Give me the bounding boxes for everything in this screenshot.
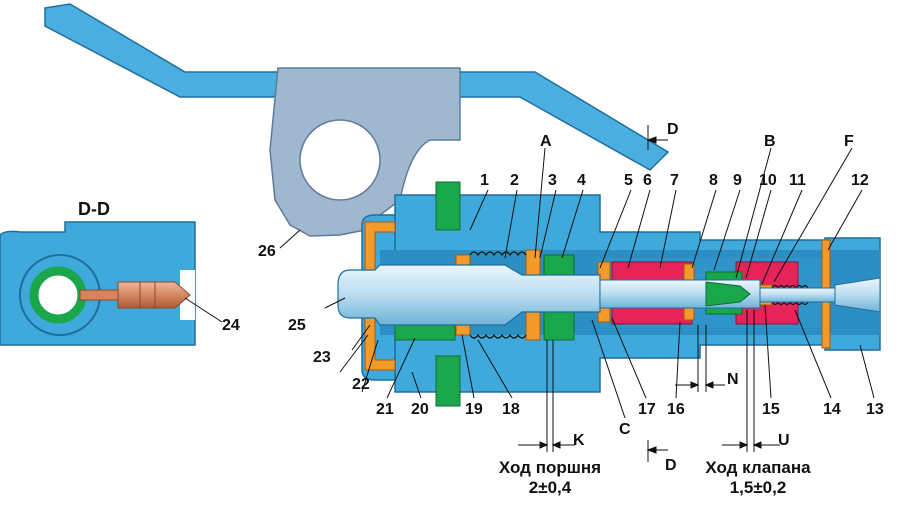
- piston-travel-caption: Ход поршня 2±0,4: [482, 458, 618, 497]
- part-number-20: 20: [411, 401, 429, 418]
- part-number-7: 7: [670, 172, 679, 189]
- part-number-9: 9: [733, 172, 742, 189]
- spring-2: [469, 251, 527, 339]
- protective-boot: [364, 221, 396, 371]
- section-marker-top: D: [667, 121, 679, 138]
- part-number-6: 6: [643, 172, 652, 189]
- section-d-d-view: [0, 221, 196, 346]
- zone-label-b: B: [764, 133, 776, 150]
- output-rod: [834, 277, 881, 313]
- zone-label-f: F: [844, 133, 854, 150]
- zone-label-u: U: [778, 432, 790, 449]
- valve-travel-label: Ход клапана: [705, 458, 811, 477]
- part-number-19: 19: [465, 401, 483, 418]
- push-rod: [337, 264, 601, 326]
- valve-cone: [705, 281, 751, 307]
- part-number-18: 18: [502, 401, 520, 418]
- part-number-17: 17: [638, 401, 656, 418]
- zone-label-a: A: [540, 133, 552, 150]
- part-number-16: 16: [667, 401, 685, 418]
- flange-plate: [435, 181, 461, 231]
- section-title: D-D: [78, 199, 110, 219]
- part-number-23: 23: [313, 349, 331, 366]
- part-number-24: 24: [222, 317, 240, 334]
- zone-label-c: C: [619, 421, 631, 438]
- zone-label-n: N: [727, 371, 739, 388]
- part-number-5: 5: [624, 172, 633, 189]
- part-number-4: 4: [577, 172, 586, 189]
- leader-lines: [184, 147, 875, 419]
- zone-label-k: K: [573, 432, 585, 449]
- part-number-13: 13: [866, 401, 884, 418]
- valve-travel-caption: Ход клапана 1,5±0,2: [690, 458, 826, 497]
- bracket-hole: [299, 119, 381, 201]
- part-number-15: 15: [762, 401, 780, 418]
- part-number-21: 21: [376, 401, 394, 418]
- dimension-lines: [518, 125, 780, 462]
- piston-travel-value: 2±0,4: [528, 477, 572, 497]
- part-number-12: 12: [851, 172, 869, 189]
- part-number-3: 3: [548, 172, 557, 189]
- part-number-25: 25: [288, 317, 306, 334]
- part-number-22: 22: [352, 376, 370, 393]
- part-number-26: 26: [258, 243, 276, 260]
- part-number-8: 8: [709, 172, 718, 189]
- valve-travel-value: 1,5±0,2: [729, 477, 787, 497]
- part-number-10: 10: [759, 172, 777, 189]
- part-number-14: 14: [823, 401, 841, 418]
- valve-stem: [759, 287, 841, 303]
- flange-plate-lower: [435, 355, 461, 407]
- section-marker-bottom: D: [665, 457, 677, 474]
- part-number-11: 11: [789, 172, 806, 189]
- part-number-1: 1: [480, 172, 489, 189]
- piston-travel-label: Ход поршня: [498, 458, 602, 477]
- part-number-2: 2: [510, 172, 519, 189]
